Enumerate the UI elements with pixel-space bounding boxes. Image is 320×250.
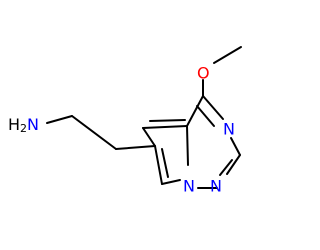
ring-nitrogen-lower-label: N: [210, 177, 222, 196]
bond-n-ch2: [46, 115, 73, 124]
amine-label: H2N: [8, 115, 39, 135]
bond-c4-n-upper: [202, 95, 224, 120]
bond-c2-n-lower-double: [219, 159, 233, 176]
bond-c4-n-upper-double: [196, 105, 215, 127]
atom-labels: H2N O N N N: [8, 64, 235, 196]
bond-c7-c5-double: [161, 148, 169, 178]
bond-lines: [46, 46, 242, 189]
bond-ch2-ch2: [71, 115, 117, 150]
methoxy-oxygen-label: O: [197, 64, 210, 83]
molecule-structure-diagram: H2N O N N N: [8, 46, 242, 196]
bond-c3a-c4: [186, 95, 204, 127]
bond-c3a-n-bridge: [186, 125, 189, 166]
ring-nitrogen-upper-label: N: [223, 120, 235, 139]
bond-c5-c4: [142, 127, 156, 147]
bond-c4-c3a: [142, 125, 188, 129]
bond-c2-n-lower: [226, 154, 241, 175]
bond-ch2-ring: [115, 145, 156, 150]
bond-c4-c3a-double: [149, 119, 186, 122]
bond-n-bridge-c7: [161, 179, 181, 185]
bond-c7-c5: [154, 145, 163, 185]
bond-n-upper-c2: [230, 137, 241, 156]
ring-nitrogen-bridge-label: N: [183, 177, 195, 196]
bond-o-ch3: [213, 46, 242, 64]
